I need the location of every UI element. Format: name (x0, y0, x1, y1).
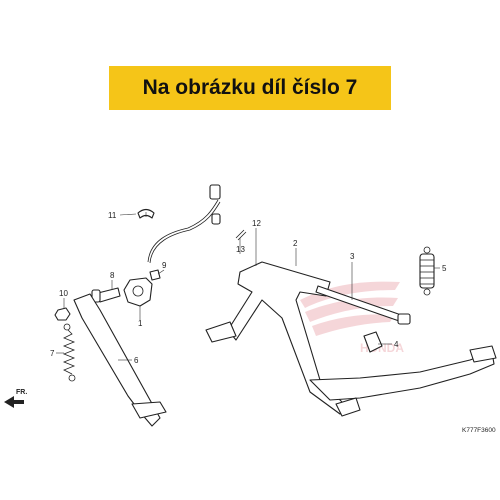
banner-text: Na obrázku díl číslo 7 (142, 76, 358, 99)
part-3-stand-shaft (315, 285, 411, 325)
part-13-cotter-pin (235, 229, 247, 241)
callout-leaders (56, 212, 440, 361)
front-direction-arrow-icon: FR. (4, 389, 27, 408)
callout-11: 11 (108, 211, 117, 220)
callout-13: 13 (236, 245, 245, 254)
part-10-nut (54, 307, 71, 321)
callout-7: 7 (50, 349, 55, 358)
diagram-code: K777F3600 (462, 427, 496, 434)
part-number-banner: Na obrázku díl číslo 7 (109, 66, 391, 110)
part-6-side-stand (73, 293, 167, 427)
callout-6: 6 (134, 356, 139, 365)
callout-8: 8 (110, 271, 115, 280)
part-4-stopper (363, 331, 383, 353)
callout-4: 4 (394, 340, 399, 349)
callout-3: 3 (350, 252, 355, 261)
callout-12: 12 (252, 219, 261, 228)
callout-5: 5 (442, 264, 447, 273)
callout-9: 9 (162, 261, 167, 270)
callout-10: 10 (59, 289, 68, 298)
part-9-screw (149, 269, 161, 281)
switch-harness (147, 184, 221, 264)
callout-1: 1 (138, 319, 143, 328)
direction-label: FR. (16, 389, 27, 396)
part-1-side-stand-switch (123, 277, 153, 307)
callout-2: 2 (293, 239, 298, 248)
part-8-pivot-bolt (91, 287, 121, 303)
part-7-side-stand-spring (62, 323, 76, 382)
part-5-main-stand-spring (419, 246, 435, 296)
